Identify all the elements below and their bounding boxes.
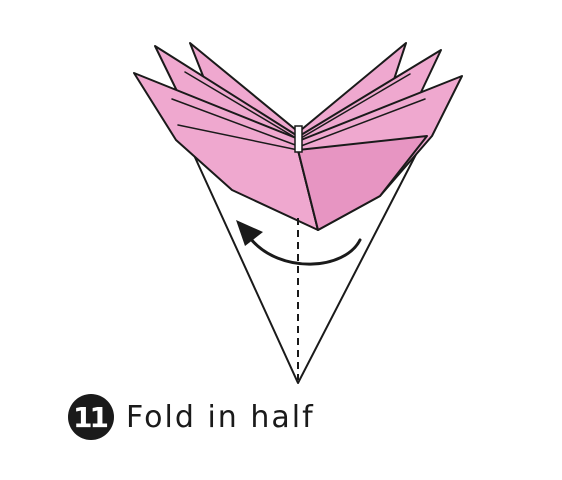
step-caption: 11 Fold in half bbox=[68, 393, 315, 441]
petal-creases bbox=[171, 71, 426, 231]
fold-arrow-head-icon bbox=[236, 220, 263, 246]
fold-arrow-icon bbox=[248, 236, 362, 266]
step-instruction: Fold in half bbox=[126, 399, 315, 435]
center-strip bbox=[294, 125, 303, 153]
step-number-badge: 11 bbox=[68, 394, 114, 440]
